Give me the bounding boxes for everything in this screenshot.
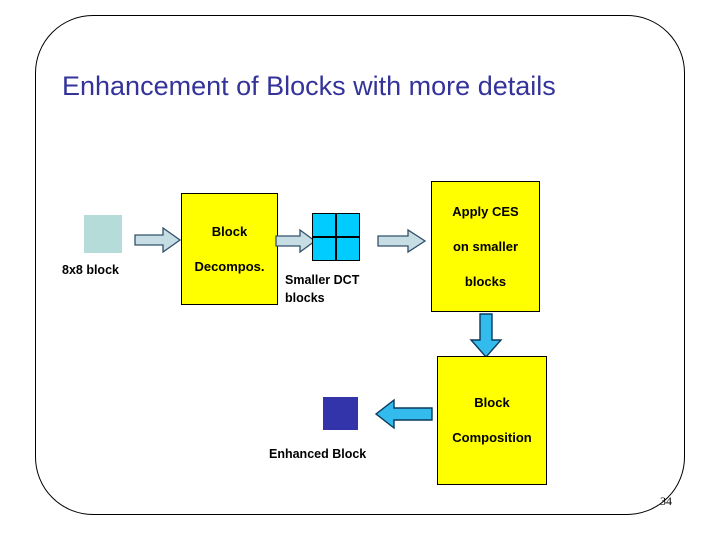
dct-cell-top-left (313, 214, 336, 237)
dct-cell-top-right (336, 214, 359, 237)
node-block-composition-line1: Block (474, 395, 510, 411)
node-block-composition: Block Composition (437, 356, 547, 485)
arrow-right-icon-3 (377, 228, 427, 254)
dct-cell-bottom-left (313, 237, 336, 260)
node-block-decompose: Block Decompos. (181, 193, 278, 305)
source-block-label: 8x8 block (62, 263, 119, 277)
node-apply-ces: Apply CES on smaller blocks (431, 181, 540, 312)
arrow-right-icon-1 (134, 226, 182, 254)
slide-frame-rounded-rectangle (35, 15, 685, 515)
node-block-decompose-line2: Decompos. (194, 258, 265, 274)
arrow-down-icon-4 (468, 313, 504, 359)
dct-blocks-label-line1: Smaller DCT (285, 273, 360, 287)
arrow-left-icon-5 (374, 398, 434, 430)
node-apply-ces-line2: on smaller (452, 238, 519, 254)
slide-number: 34 (660, 494, 672, 508)
enhanced-block-label: Enhanced Block (269, 447, 367, 461)
dct-cell-bottom-right (336, 237, 359, 260)
page-title: Enhancement of Blocks with more details (62, 71, 556, 101)
node-dct-blocks-grid (312, 213, 360, 261)
node-apply-ces-line1: Apply CES (452, 203, 519, 219)
dct-blocks-label-line2: blocks (285, 291, 325, 305)
node-block-decompose-line1: Block (211, 223, 248, 239)
source-block-swatch (84, 215, 122, 253)
node-block-composition-line2: Composition (452, 430, 532, 446)
enhanced-block-swatch (323, 397, 358, 430)
arrow-right-icon-2 (275, 228, 317, 254)
node-apply-ces-line3: blocks (464, 273, 507, 289)
